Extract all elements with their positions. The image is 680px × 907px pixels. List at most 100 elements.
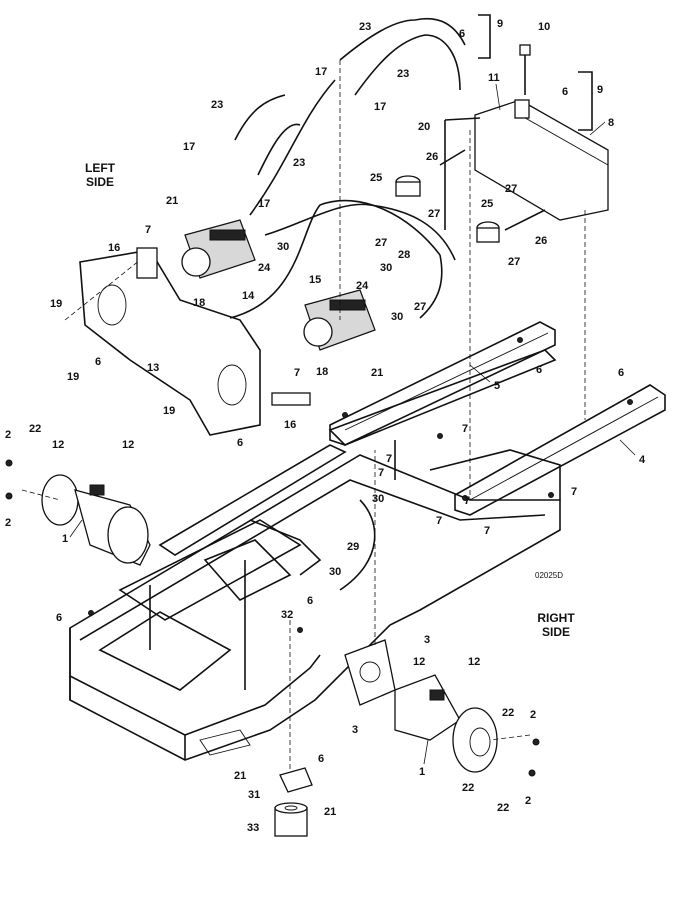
callout-26: 26	[535, 235, 547, 247]
callout-6: 6	[536, 364, 542, 376]
right-side-label-line1: RIGHT	[537, 611, 575, 625]
callout-1: 1	[62, 533, 68, 545]
callout-7: 7	[436, 515, 442, 527]
fasteners	[5, 337, 633, 777]
callout-22: 22	[29, 423, 41, 435]
callout-25: 25	[481, 198, 493, 210]
callout-3: 3	[424, 634, 430, 646]
callout-24: 24	[356, 280, 369, 292]
callout-18: 18	[193, 297, 205, 309]
callout-27: 27	[505, 183, 517, 195]
callout-17: 17	[374, 101, 386, 113]
hydraulic-pump-14	[181, 219, 256, 279]
callout-30: 30	[380, 262, 392, 274]
drawing-code: 02025D	[535, 571, 563, 580]
callout-9: 9	[597, 84, 603, 96]
left-mounting-plate	[79, 249, 261, 436]
callout-1: 1	[419, 766, 425, 778]
callouts: 1 1 2 2 2 2 3 3 4 5 6 6 6 6 6 6 6 6 6 7 …	[5, 18, 646, 834]
bracket-16	[136, 247, 311, 406]
callout-18: 18	[316, 366, 328, 378]
callout-30: 30	[372, 493, 384, 505]
callout-27: 27	[428, 208, 440, 220]
callout-21: 21	[324, 806, 336, 818]
callout-2: 2	[530, 709, 536, 721]
frame-rail-5	[329, 321, 556, 446]
callout-30: 30	[391, 311, 403, 323]
assembly-lines	[21, 60, 586, 770]
hydraulic-pump-15	[303, 289, 376, 351]
callout-7: 7	[386, 453, 392, 465]
oil-filter	[274, 802, 308, 837]
callout-6: 6	[56, 612, 62, 624]
callout-6: 6	[237, 437, 243, 449]
callout-25: 25	[370, 172, 382, 184]
callout-21: 21	[371, 367, 383, 379]
callout-23: 23	[211, 99, 223, 111]
callout-10: 10	[538, 21, 550, 33]
callout-6: 6	[307, 595, 313, 607]
callout-29: 29	[347, 541, 359, 553]
left-side-label-line2: SIDE	[86, 175, 114, 189]
callout-7: 7	[378, 467, 384, 479]
callout-6: 6	[318, 753, 324, 765]
callout-5: 5	[494, 380, 500, 392]
callout-27: 27	[414, 301, 426, 313]
callout-12: 12	[468, 656, 480, 668]
callout-26: 26	[426, 151, 438, 163]
callout-24: 24	[258, 262, 271, 274]
motor-mount-bracket	[344, 639, 396, 706]
callout-17: 17	[315, 66, 327, 78]
callout-2: 2	[5, 517, 11, 529]
callout-16: 16	[284, 419, 296, 431]
callout-20: 20	[418, 121, 430, 133]
callout-12: 12	[413, 656, 425, 668]
callout-7: 7	[294, 367, 300, 379]
callout-23: 23	[397, 68, 409, 80]
callout-19: 19	[67, 371, 79, 383]
frame-rail-4	[454, 384, 666, 516]
callout-21: 21	[234, 770, 246, 782]
callout-17: 17	[258, 198, 270, 210]
callout-12: 12	[122, 439, 134, 451]
callout-4: 4	[639, 454, 646, 466]
left-wheel-motor	[41, 474, 151, 566]
callout-21: 21	[166, 195, 178, 207]
callout-3: 3	[352, 724, 358, 736]
callout-6: 6	[459, 28, 465, 40]
callout-17: 17	[183, 141, 195, 153]
callout-2: 2	[525, 795, 531, 807]
callout-22: 22	[462, 782, 474, 794]
main-frame	[69, 349, 561, 761]
callout-14: 14	[242, 290, 255, 302]
callout-2: 2	[5, 429, 11, 441]
callout-30: 30	[329, 566, 341, 578]
callout-6: 6	[618, 367, 624, 379]
callout-19: 19	[163, 405, 175, 417]
callout-6: 6	[95, 356, 101, 368]
callout-23: 23	[293, 157, 305, 169]
callout-22: 22	[497, 802, 509, 814]
callout-12: 12	[52, 439, 64, 451]
callout-7: 7	[571, 486, 577, 498]
callout-6: 6	[562, 86, 568, 98]
callout-9: 9	[497, 18, 503, 30]
callout-27: 27	[375, 237, 387, 249]
callout-8: 8	[608, 117, 614, 129]
right-wheel-motor	[394, 674, 498, 773]
filter-adapter	[279, 767, 313, 793]
fill-cap	[519, 44, 531, 95]
callout-16: 16	[108, 242, 120, 254]
callout-32: 32	[281, 609, 293, 621]
tank-strap	[478, 14, 593, 131]
callout-27: 27	[508, 256, 520, 268]
callout-22: 22	[502, 707, 514, 719]
callout-13: 13	[147, 362, 159, 374]
callout-7: 7	[462, 423, 468, 435]
hydraulic-hoses	[229, 18, 546, 591]
callout-7: 7	[145, 224, 151, 236]
callout-23: 23	[359, 21, 371, 33]
callout-30: 30	[277, 241, 289, 253]
right-side-label-line2: SIDE	[542, 625, 570, 639]
